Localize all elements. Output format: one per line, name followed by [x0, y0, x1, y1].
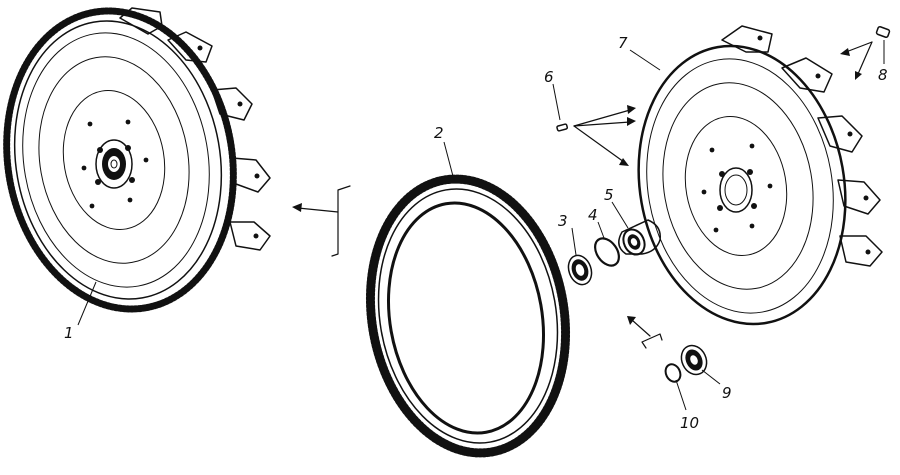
bush [618, 219, 661, 256]
arrow-lower-bearing-up [627, 316, 663, 349]
callout-2: 2 [434, 124, 444, 142]
callout-10: 10 [680, 414, 699, 432]
callout-6: 6 [544, 68, 554, 86]
callout-8: 8 [878, 66, 888, 84]
callout-5: 5 [604, 186, 614, 204]
flywheel-hub [717, 167, 757, 213]
callout-7: 7 [618, 34, 628, 52]
flywheel-assembly-ring-gear [3, 7, 237, 313]
arrow-dowel-to-flywheel [573, 105, 636, 166]
snap-ring [594, 237, 620, 267]
flywheel-assembly [3, 7, 271, 313]
callout-1: 1 [64, 324, 74, 342]
arrow-to-flywheel-assembly [292, 185, 351, 257]
leader-lines [77, 40, 885, 411]
pin [875, 26, 891, 38]
arrow-pin-to-flywheel [840, 41, 873, 80]
ring-gear [365, 174, 571, 458]
callout-4: 4 [588, 206, 598, 224]
flywheel-bolt-holes [701, 143, 773, 233]
dowel-pin [556, 123, 569, 132]
callout-9: 9 [722, 384, 732, 402]
lower-bearing [680, 344, 708, 376]
flywheel-mounting-lugs [721, 25, 883, 267]
callout-3: 3 [558, 212, 568, 230]
flywheel [637, 25, 883, 326]
flywheel-assembly-mounting-lugs [119, 7, 271, 251]
bearing [567, 254, 593, 286]
lower-snap-ring [664, 363, 682, 383]
flywheel-assembly-hub [95, 139, 135, 189]
flywheel-assembly-bolt-holes [81, 119, 149, 209]
flywheel-assembly-rim [13, 20, 223, 300]
